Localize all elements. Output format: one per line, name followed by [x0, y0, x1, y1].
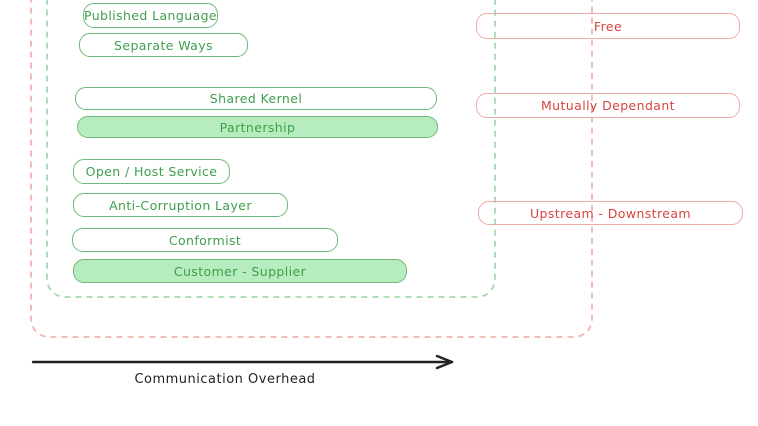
pattern-conformist[interactable]: Conformist	[72, 228, 338, 252]
pattern-separate-ways[interactable]: Separate Ways	[79, 33, 248, 57]
pattern-open-host-service[interactable]: Open / Host Service	[73, 159, 230, 184]
relationship-free[interactable]: Free	[476, 13, 740, 39]
pattern-published-language[interactable]: Published Language	[83, 3, 218, 28]
relationship-mutually-dependant[interactable]: Mutually Dependant	[476, 93, 740, 118]
axis-label: Communication Overhead	[134, 372, 316, 387]
relationship-upstream-downstream[interactable]: Upstream - Downstream	[478, 201, 743, 225]
pattern-partnership[interactable]: Partnership	[77, 116, 438, 138]
pattern-shared-kernel[interactable]: Shared Kernel	[75, 87, 437, 110]
pattern-anti-corruption-layer[interactable]: Anti-Corruption Layer	[73, 193, 288, 217]
communication-overhead-arrow	[31, 354, 454, 370]
pattern-customer-supplier[interactable]: Customer - Supplier	[73, 259, 407, 283]
